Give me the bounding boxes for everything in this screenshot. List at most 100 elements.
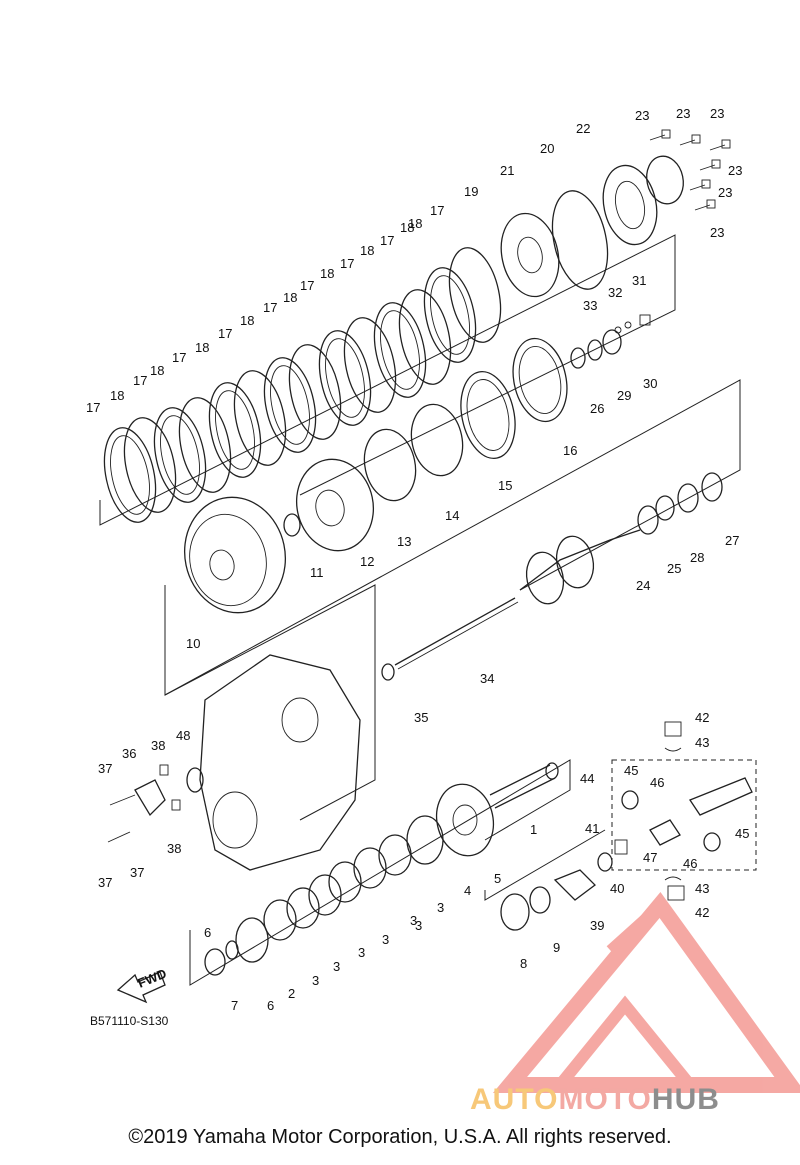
callout-3: 3 <box>410 913 417 928</box>
callout-17: 17 <box>218 326 232 341</box>
watermark-hub: HUB <box>651 1083 720 1116</box>
callout-24: 24 <box>636 578 650 593</box>
fwd-label: FWD <box>136 966 169 991</box>
callout-11: 11 <box>310 565 324 580</box>
callout-38: 38 <box>151 738 165 753</box>
callout-3: 3 <box>333 959 340 974</box>
callout-18: 18 <box>195 340 209 355</box>
callout-18: 18 <box>150 363 164 378</box>
callout-18: 18 <box>400 220 414 235</box>
callout-20: 20 <box>540 141 554 156</box>
callout-3: 3 <box>437 900 444 915</box>
callout-4: 4 <box>464 883 471 898</box>
callout-18: 18 <box>320 266 334 281</box>
clutch-plates <box>103 247 502 523</box>
callout-26: 26 <box>590 401 604 416</box>
callout-15: 15 <box>498 478 512 493</box>
callout-21: 21 <box>500 163 514 178</box>
callout-22: 22 <box>576 121 590 136</box>
bolts <box>649 129 731 211</box>
callout-12: 12 <box>360 554 374 569</box>
callout-41: 41 <box>585 821 599 836</box>
rings-and-plates <box>363 337 568 502</box>
callout-17: 17 <box>430 203 444 218</box>
callout-42: 42 <box>695 710 709 725</box>
callout-29: 29 <box>617 388 631 403</box>
crankcase-cover <box>199 654 361 871</box>
callout-45: 45 <box>735 826 749 841</box>
callout-18: 18 <box>283 290 297 305</box>
callout-18: 18 <box>240 313 254 328</box>
callout-31: 31 <box>632 273 646 288</box>
watermark-moto: MOTO <box>558 1083 652 1116</box>
callout-43: 43 <box>695 881 709 896</box>
callout-1: 1 <box>530 822 537 837</box>
callout-34: 34 <box>480 671 494 686</box>
callout-23: 23 <box>710 106 724 121</box>
callout-42: 42 <box>695 905 709 920</box>
callout-23: 23 <box>718 185 732 200</box>
callout-17: 17 <box>86 400 100 415</box>
watermark-text: AUTOMOTOHUB <box>470 1083 720 1117</box>
callout-35: 35 <box>414 710 428 725</box>
callout-18: 18 <box>110 388 124 403</box>
callout-17: 17 <box>340 256 354 271</box>
callout-46: 46 <box>650 775 664 790</box>
callout-2: 2 <box>288 986 295 1001</box>
shaft-assembly <box>381 472 723 681</box>
fwd-arrow: FWD <box>116 966 169 1004</box>
callout-3: 3 <box>382 932 389 947</box>
callout-37: 37 <box>98 875 112 890</box>
callout-18: 18 <box>360 243 374 258</box>
callout-17: 17 <box>300 278 314 293</box>
callout-36: 36 <box>122 746 136 761</box>
callout-14: 14 <box>445 508 459 523</box>
universal-joint <box>621 721 753 901</box>
callout-32: 32 <box>608 285 622 300</box>
callout-7: 7 <box>231 998 238 1013</box>
callout-33: 33 <box>583 298 597 313</box>
callout-17: 17 <box>380 233 394 248</box>
callout-28: 28 <box>690 550 704 565</box>
callout-9: 9 <box>553 940 560 955</box>
callout-19: 19 <box>464 184 478 199</box>
callout-13: 13 <box>397 534 411 549</box>
callout-40: 40 <box>610 881 624 896</box>
callout-37: 37 <box>98 761 112 776</box>
callout-3: 3 <box>312 973 319 988</box>
drive-gears-and-shims <box>204 762 559 976</box>
callout-23: 23 <box>728 163 742 178</box>
diagram-code: B571110-S130 <box>90 1014 169 1028</box>
watermark-logo <box>492 891 800 1093</box>
small-washers <box>570 314 651 369</box>
callout-43: 43 <box>695 735 709 750</box>
callout-46: 46 <box>683 856 697 871</box>
callout-38: 38 <box>167 841 181 856</box>
callout-30: 30 <box>643 376 657 391</box>
callout-17: 17 <box>263 300 277 315</box>
watermark-auto: AUTO <box>470 1083 559 1116</box>
callout-17: 17 <box>133 373 147 388</box>
callout-39: 39 <box>590 918 604 933</box>
pressure-plate <box>500 155 684 298</box>
callout-18: 18 <box>408 216 422 231</box>
group-outlines <box>99 234 757 986</box>
callout-44: 44 <box>580 771 594 786</box>
clutch-boss-and-housing <box>183 458 375 614</box>
callout-23: 23 <box>635 108 649 123</box>
callout-17: 17 <box>172 350 186 365</box>
callout-37: 37 <box>130 865 144 880</box>
callout-3: 3 <box>415 918 422 933</box>
callout-labels: 23 23 23 23 23 23 22 20 21 19 17 17 17 1… <box>86 106 749 1013</box>
callout-5: 5 <box>494 871 501 886</box>
callout-48: 48 <box>176 728 190 743</box>
callout-3: 3 <box>358 945 365 960</box>
bracket-and-bolts <box>107 764 204 843</box>
callout-25: 25 <box>667 561 681 576</box>
callout-6: 6 <box>204 925 211 940</box>
callout-23: 23 <box>710 225 724 240</box>
copyright-notice: ©2019 Yamaha Motor Corporation, U.S.A. A… <box>128 1126 672 1148</box>
callout-45: 45 <box>624 763 638 778</box>
callout-6: 6 <box>267 998 274 1013</box>
